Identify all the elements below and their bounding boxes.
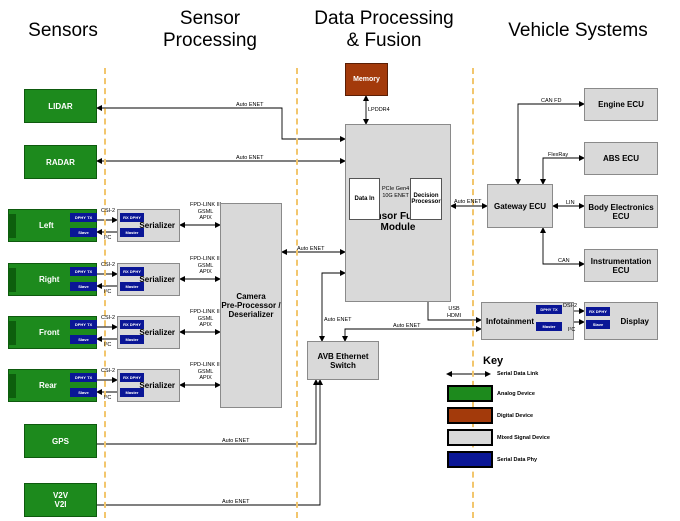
camera-lens-icon: [8, 321, 16, 345]
camera-preprocessor: Camera Pre-Processor / Deserializer: [220, 203, 282, 408]
auto-enet-label: Auto ENET: [297, 246, 325, 252]
camera-label: Right: [39, 275, 60, 284]
column-title-vehicle-systems: Vehicle Systems: [508, 20, 648, 41]
lin-label: LIN: [566, 200, 575, 206]
i2c-label: I²C: [104, 395, 112, 401]
i2c-label: I²C: [568, 327, 576, 333]
camera-tx-phy: DPHY TX: [70, 373, 97, 382]
camera-label: Rear: [39, 381, 57, 390]
serializer-rx-phy: RX DPHY: [120, 373, 144, 382]
serializer-master-phy: Master: [120, 282, 144, 291]
avb-ethernet-switch: AVB Ethernet Switch: [307, 341, 379, 380]
lidar-sensor: LIDAR: [24, 89, 97, 123]
column-divider: [104, 68, 106, 518]
radar-sensor: RADAR: [24, 145, 97, 179]
key-serial-label: Serial Data Link: [497, 371, 539, 377]
key-digital-label: Digital Device: [497, 413, 534, 419]
instrumentation-ecu: Instrumentation ECU: [584, 249, 658, 282]
body-electronics-ecu: Body Electronics ECU: [584, 195, 658, 228]
camera-tx-phy: DPHY TX: [70, 213, 97, 222]
csi2-label: CSI-2: [101, 208, 116, 214]
column-divider: [472, 68, 474, 518]
lpddr4-label: LPDDR4: [368, 107, 390, 113]
key-analog-swatch: [447, 385, 493, 402]
can-label: CAN: [558, 258, 570, 264]
decision-processor-block: Decision Processor: [410, 178, 442, 220]
camera-slave-phy: Slave: [70, 228, 97, 237]
display-slave-phy: Slave: [586, 320, 610, 329]
column-title-line: & Fusion: [346, 30, 422, 51]
auto-enet-label: Auto ENET: [324, 317, 352, 323]
serializer-master-phy: Master: [120, 335, 144, 344]
v2v-sensor: V2V V2I: [24, 483, 97, 517]
camera-tx-phy: DPHY TX: [70, 267, 97, 276]
csi2-label: CSI-2: [101, 368, 116, 374]
memory-block: Memory: [345, 63, 388, 96]
camera-label: Front: [39, 328, 60, 337]
camera-lens-icon: [8, 214, 16, 238]
auto-enet-label: Auto ENET: [222, 499, 250, 505]
gateway-ecu: Gateway ECU: [487, 184, 553, 228]
camera-lens-icon: [8, 374, 16, 398]
i2c-label: I²C: [104, 235, 112, 241]
key-analog-label: Analog Device: [497, 391, 535, 397]
serializer-rx-phy: RX DPHY: [120, 320, 144, 329]
column-title-sensor-processing: Sensor Processing: [150, 8, 270, 52]
auto-enet-label: Auto ENET: [222, 438, 250, 444]
auto-enet-label: Auto ENET: [236, 155, 264, 161]
dsi2-label: DSI-2: [563, 303, 578, 309]
key-phy-swatch: [447, 451, 493, 468]
key-mixed-label: Mixed Signal Device: [497, 435, 550, 441]
auto-enet-label: Auto ENET: [236, 102, 264, 108]
serializer-master-phy: Master: [120, 228, 144, 237]
column-title-line: Data Processing: [314, 8, 454, 29]
camera-slave-phy: Slave: [70, 388, 97, 397]
column-title-fusion: Data Processing & Fusion: [296, 8, 472, 52]
infotainment-master-phy: Master: [536, 322, 562, 331]
auto-enet-label: Auto ENET: [393, 323, 421, 329]
can-fd-label: CAN FD: [541, 98, 562, 104]
engine-ecu: Engine ECU: [584, 88, 658, 121]
key-digital-swatch: [447, 407, 493, 424]
abs-ecu: ABS ECU: [584, 142, 658, 175]
csi2-label: CSI-2: [101, 315, 116, 321]
key-mixed-swatch: [447, 429, 493, 446]
column-title-sensors: Sensors: [28, 20, 98, 41]
camera-slave-phy: Slave: [70, 335, 97, 344]
key-phy-label: Serial Data Phy: [497, 457, 538, 463]
infotainment-tx-phy: DPHY TX: [536, 305, 562, 314]
serializer-master-phy: Master: [120, 388, 144, 397]
serializer-rx-phy: RX DPHY: [120, 213, 144, 222]
camera-lens-icon: [8, 268, 16, 292]
camera-tx-phy: DPHY TX: [70, 320, 97, 329]
display-rx-phy: RX DPHY: [586, 307, 610, 316]
auto-enet-label: Auto ENET: [454, 199, 482, 205]
serializer-rx-phy: RX DPHY: [120, 267, 144, 276]
i2c-label: I²C: [104, 342, 112, 348]
data-in-block: Data In: [349, 178, 380, 220]
column-divider: [296, 68, 298, 518]
i2c-label: I²C: [104, 289, 112, 295]
column-title-line: Sensor: [179, 8, 241, 29]
camera-label: Left: [39, 221, 54, 230]
camera-slave-phy: Slave: [70, 282, 97, 291]
flexray-label: FlexRay: [548, 152, 569, 158]
csi2-label: CSI-2: [101, 262, 116, 268]
key-title: Key: [483, 355, 504, 367]
column-title-line: Processing: [163, 30, 257, 51]
gps-sensor: GPS: [24, 424, 97, 458]
